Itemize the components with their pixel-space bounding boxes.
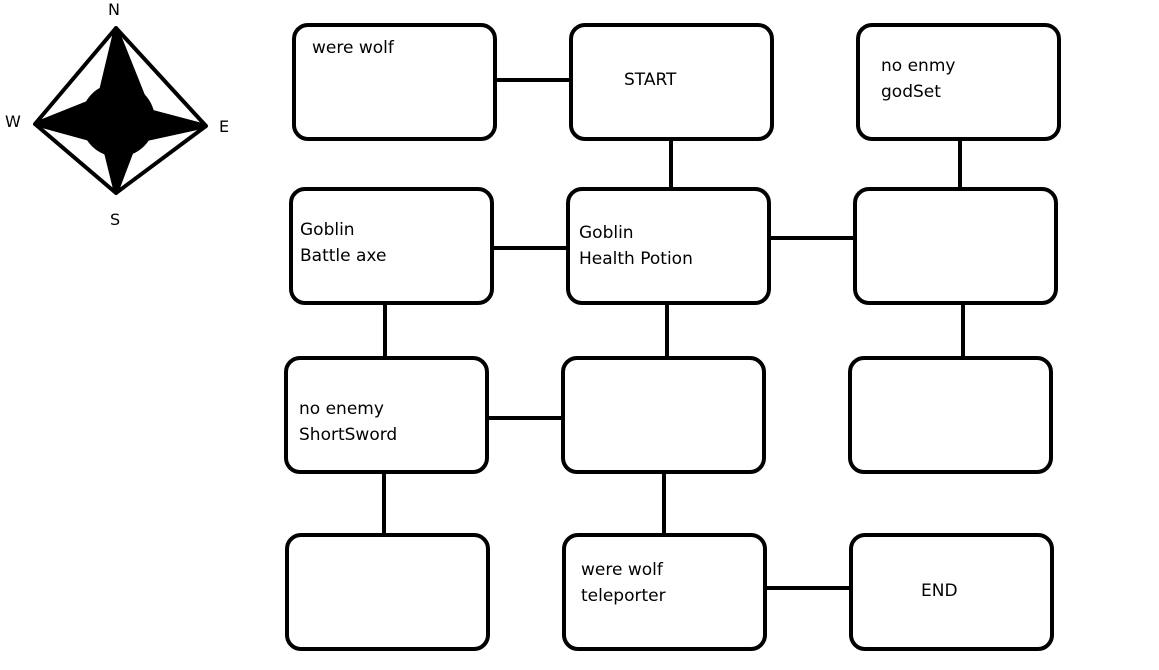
room-goblin-health-potion: Goblin Health Potion xyxy=(566,187,771,305)
room-label: were wolf xyxy=(581,560,663,580)
room-label: Goblin xyxy=(579,223,634,243)
room-label: were wolf xyxy=(312,38,394,58)
room-label: ShortSword xyxy=(299,425,398,445)
room-short-sword: no enemy ShortSword xyxy=(284,356,489,474)
room-godset: no enmy godSet xyxy=(856,23,1061,141)
room-label: END xyxy=(921,581,958,601)
room-label: godSet xyxy=(881,82,941,102)
room-label: no enmy xyxy=(881,56,956,76)
compass-south-label: S xyxy=(110,210,121,229)
room-goblin-battle-axe: Goblin Battle axe xyxy=(289,187,494,305)
compass-rose-icon xyxy=(33,26,208,195)
compass-east-label: E xyxy=(219,117,230,136)
room-label: Health Potion xyxy=(579,249,693,269)
room-start: START xyxy=(569,23,774,141)
room-label: Battle axe xyxy=(300,246,387,266)
room-empty-center-3 xyxy=(561,356,766,474)
room-empty-east-2 xyxy=(853,187,1058,305)
room-were-wolf-teleporter: were wolf teleporter xyxy=(562,533,767,651)
room-empty-west-4 xyxy=(285,533,490,651)
room-empty-east-3 xyxy=(848,356,1053,474)
room-label: no enemy xyxy=(299,399,384,419)
room-label: START xyxy=(624,70,677,90)
compass-west-label: W xyxy=(5,112,21,131)
room-label: teleporter xyxy=(581,586,666,606)
room-label: Goblin xyxy=(300,220,355,240)
room-were-wolf-1: were wolf xyxy=(292,23,497,141)
room-end: END xyxy=(849,533,1054,651)
compass-north-label: N xyxy=(108,0,120,19)
